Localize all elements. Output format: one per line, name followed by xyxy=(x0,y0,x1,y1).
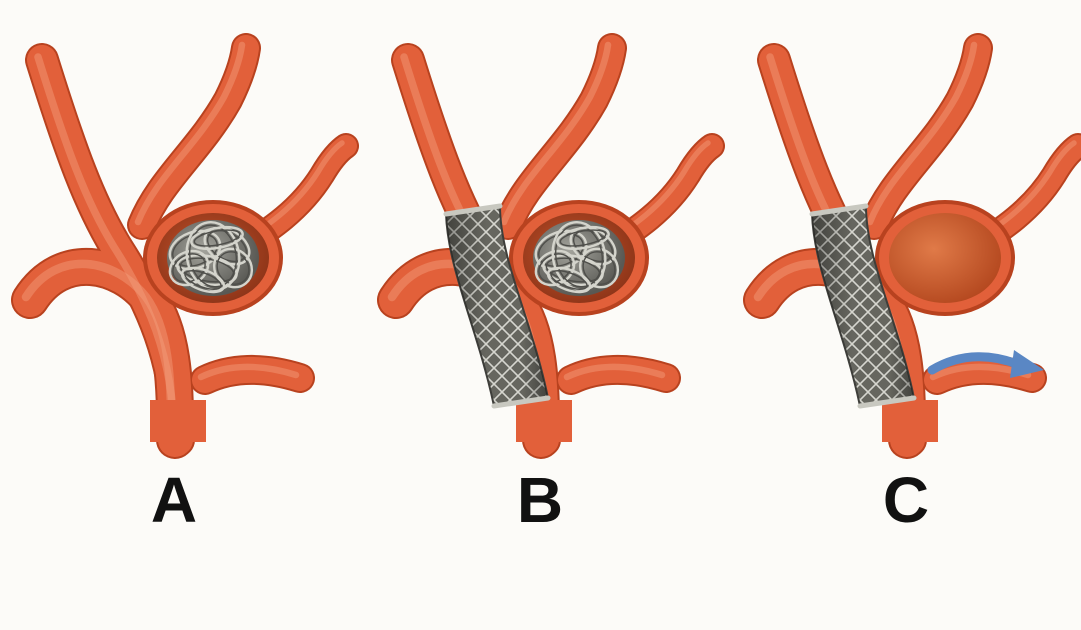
panel-c xyxy=(758,45,1078,442)
vessel-trunk xyxy=(516,400,572,442)
panel-b xyxy=(392,45,712,442)
panel-label-b: B xyxy=(480,468,600,532)
vessel-trunk xyxy=(882,400,938,442)
aneurysm-sac xyxy=(889,213,1001,303)
panel-label-c: C xyxy=(846,468,966,532)
vessel-trunk xyxy=(150,400,206,442)
panel-a xyxy=(26,45,346,442)
panel-label-a: A xyxy=(114,468,234,532)
